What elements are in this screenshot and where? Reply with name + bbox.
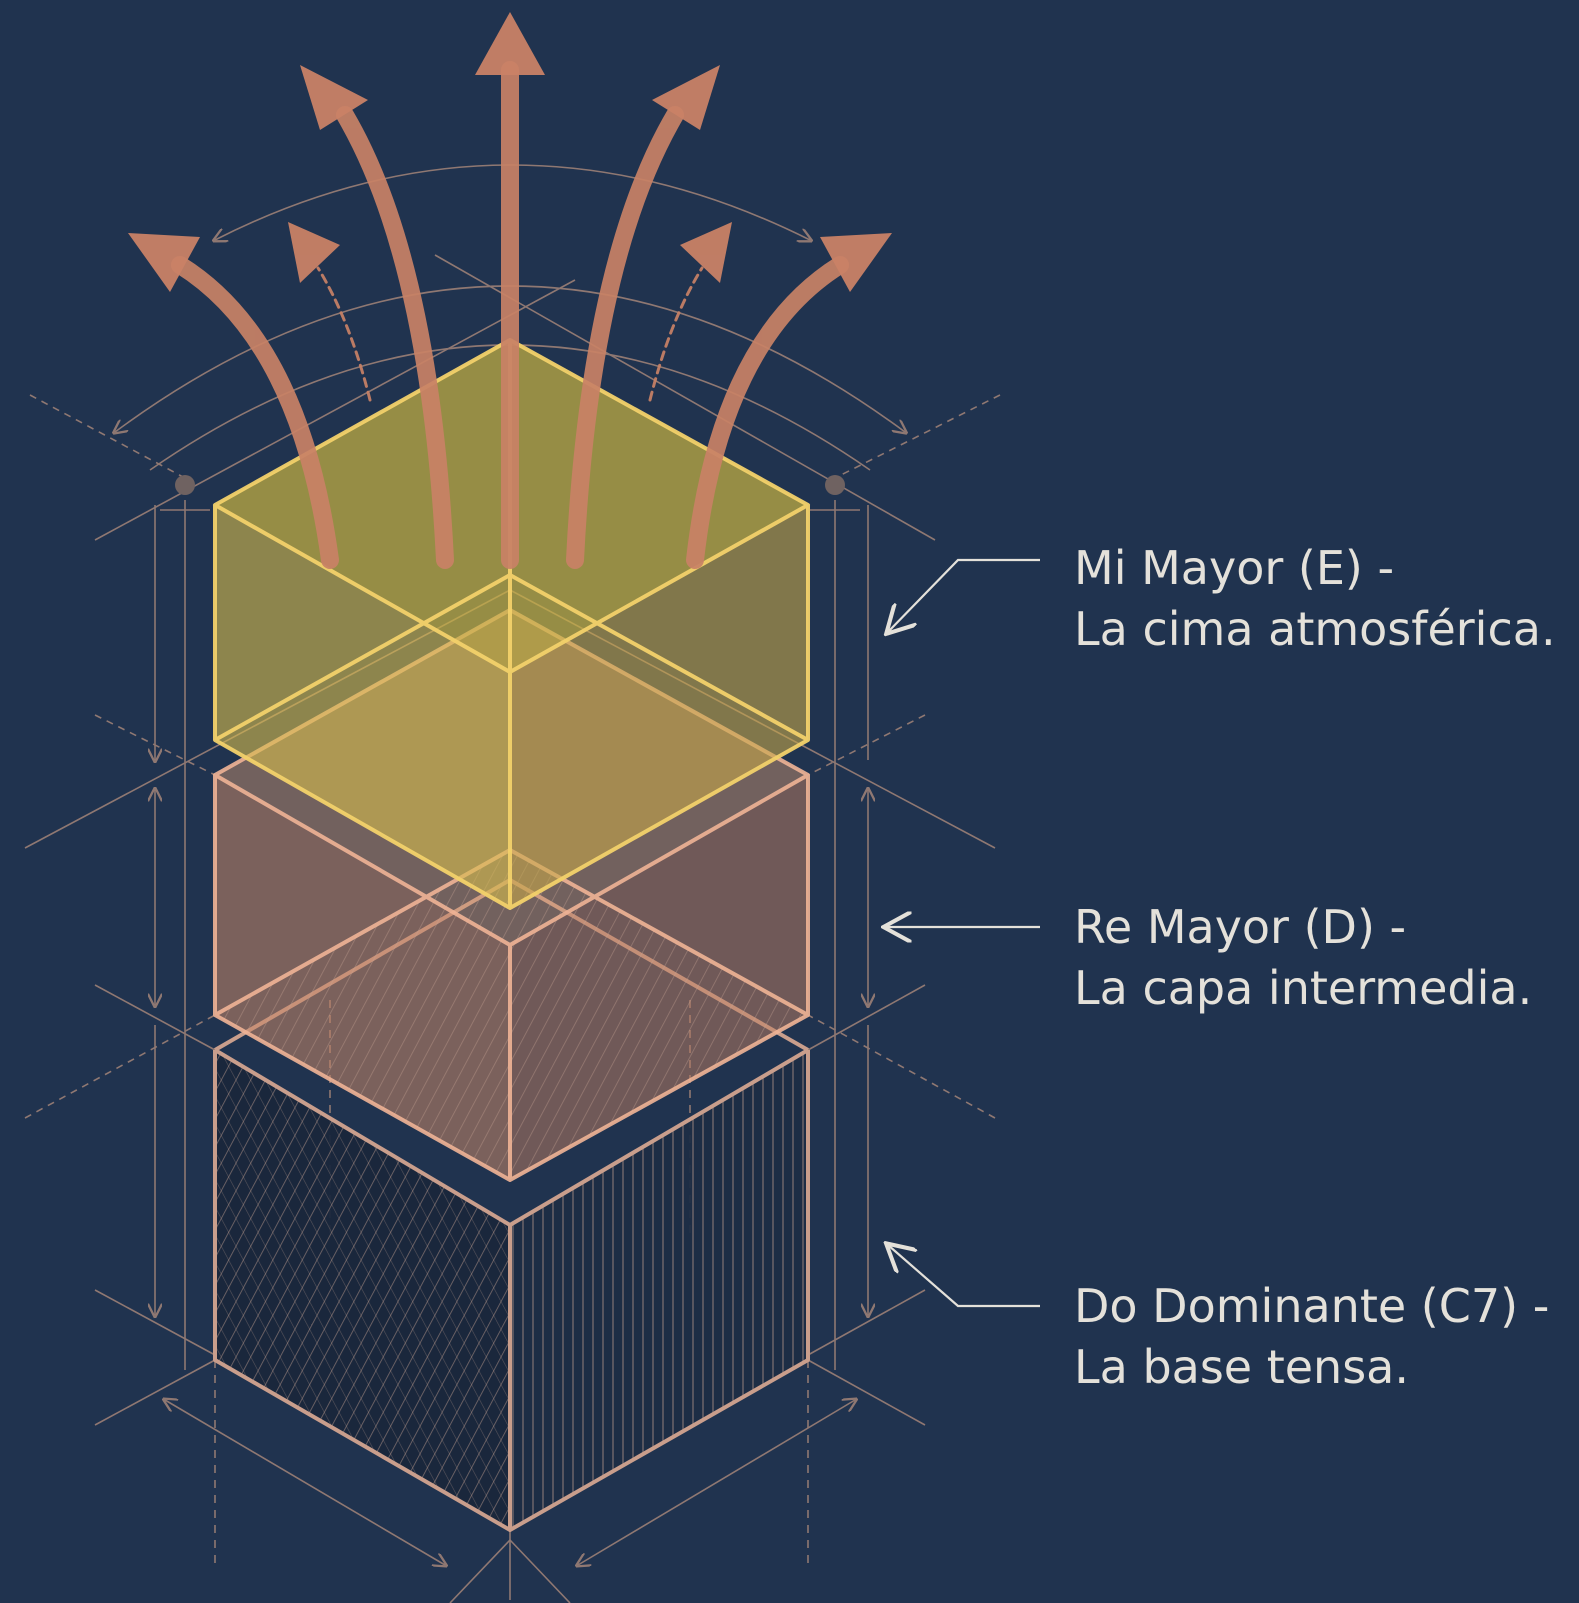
rising-arrows	[171, 61, 849, 569]
arrow-head	[300, 65, 368, 130]
rising-arrow	[686, 256, 849, 569]
guide-line	[807, 1359, 926, 1426]
up-left-arrow-icon	[888, 1245, 1040, 1308]
middle-layer-description: La capa intermedia.	[1074, 961, 1532, 1015]
down-left-arrow-icon	[888, 558, 1040, 632]
rising-arrow	[566, 106, 684, 569]
arrow-head	[820, 233, 892, 292]
dimension-arrow	[578, 1400, 855, 1565]
dashed-arrow	[648, 266, 704, 402]
top-layer-title: Mi Mayor (E) -	[1074, 541, 1394, 595]
guide-line	[834, 394, 1001, 479]
guide-line	[94, 984, 216, 1051]
guide-line	[509, 1539, 571, 1603]
guide-line	[94, 279, 576, 541]
arrow-head	[680, 222, 732, 283]
guide-line	[94, 1289, 216, 1356]
bottom-layer-description: La base tensa.	[1074, 1340, 1409, 1394]
arrow-head	[288, 222, 340, 283]
guide-line	[807, 1014, 996, 1119]
arrow-head	[128, 233, 200, 292]
layer-labels: Mi Mayor (E) - La cima atmosférica. Re M…	[1074, 541, 1556, 1394]
guide-line	[807, 1289, 926, 1356]
guide-line	[94, 1359, 216, 1426]
dimension-arrow	[165, 1400, 445, 1565]
guide-line	[807, 984, 926, 1051]
guide-line	[807, 714, 926, 776]
rising-arrow	[171, 256, 339, 569]
arrow-head	[652, 65, 720, 130]
arrow-head	[475, 12, 545, 75]
rising-arrow	[336, 106, 454, 569]
top-block-left-face	[215, 505, 510, 908]
bottom-block-edges	[213, 878, 810, 1532]
pivot-dot	[175, 475, 195, 495]
middle-block-edges	[213, 608, 810, 1182]
dashed-arrow	[316, 266, 372, 402]
pivot-dot	[825, 475, 845, 495]
bottom-block	[213, 878, 810, 1532]
middle-layer-title: Re Mayor (D) -	[1074, 900, 1406, 954]
top-block-right-face	[510, 505, 808, 908]
guide-line	[24, 1014, 216, 1119]
top-layer-description: La cima atmosférica.	[1074, 602, 1556, 656]
callout-pointers	[886, 558, 1040, 1308]
top-block-edges	[213, 338, 810, 910]
guide-line	[449, 1539, 511, 1603]
arrow-heads	[128, 12, 892, 292]
guide-line	[29, 394, 186, 479]
bottom-layer-title: Do Dominante (C7) -	[1074, 1279, 1549, 1333]
